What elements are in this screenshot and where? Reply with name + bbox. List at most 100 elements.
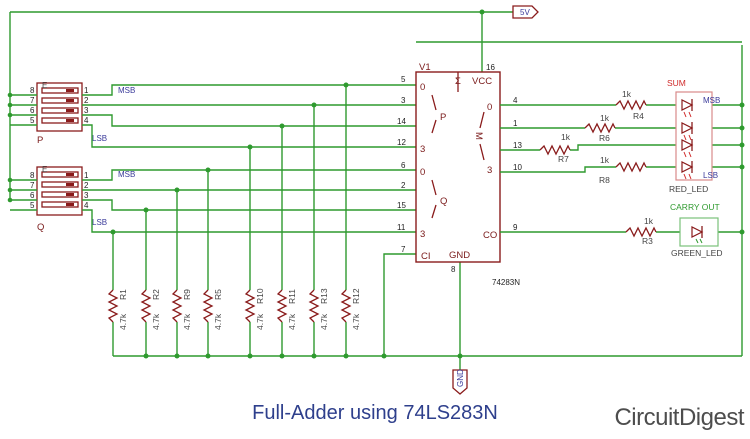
- resistor-r1: R1 4.7k: [107, 289, 128, 330]
- diagram-caption: Full-Adder using 74LS283N: [252, 402, 498, 424]
- switch-q-pin-mark: E: [42, 165, 47, 174]
- switch-q-pin-l1: 8: [30, 171, 35, 180]
- sum-led-bar: SUM MSB LSB RED_LED: [667, 78, 720, 194]
- sum-title: SUM: [667, 78, 686, 88]
- led-diode-0: [681, 99, 694, 118]
- svg-text:12: 12: [397, 138, 406, 147]
- svg-text:4.7k: 4.7k: [287, 313, 297, 330]
- svg-text:R11: R11: [287, 289, 297, 304]
- resistor-r2: R2 4.7k: [140, 289, 161, 330]
- switch-q-pin-r1: 1: [84, 171, 89, 180]
- sum-msb: MSB: [703, 96, 720, 105]
- ic-s-0: 0: [487, 102, 492, 113]
- resistor-r9: R9 4.7k: [171, 289, 192, 330]
- svg-text:R1: R1: [118, 289, 128, 300]
- ic-part-number: 74283N: [492, 278, 520, 287]
- svg-text:14: 14: [397, 117, 406, 126]
- switch-q-pin-r2: 2: [84, 181, 89, 190]
- svg-text:4: 4: [513, 96, 518, 105]
- switch-p-pin-r4: 4: [84, 116, 89, 125]
- switch-q-pin-l4: 5: [30, 201, 35, 210]
- switch-q-msb: MSB: [118, 170, 135, 179]
- svg-text:1k: 1k: [644, 216, 654, 226]
- switch-q-lsb: LSB: [92, 218, 107, 227]
- svg-text:R7: R7: [558, 154, 569, 164]
- resistor-r11: R11 4.7k: [276, 289, 297, 330]
- resistor-r7: 1k R7: [539, 132, 571, 164]
- brand-logo: CircuitDigest: [614, 404, 744, 431]
- carry-led-name: GREEN_LED: [671, 248, 723, 258]
- switch-q-name: Q: [37, 222, 44, 233]
- sum-resistors: 1k R4 1k R6 1k R7 1k R8 1k R3: [539, 89, 657, 246]
- ic-vcc-label: VCC: [472, 76, 492, 87]
- switch-p-pin-r2: 2: [84, 96, 89, 105]
- svg-text:R8: R8: [599, 175, 610, 185]
- led-diode-1: [681, 122, 694, 141]
- svg-text:R6: R6: [599, 133, 610, 143]
- switch-q-pin-l3: 6: [30, 191, 35, 200]
- svg-text:5: 5: [401, 75, 406, 84]
- switch-p-pin-r3: 3: [84, 106, 89, 115]
- ic-gnd-pin: 8: [451, 265, 456, 274]
- output-wires: [500, 102, 745, 235]
- ic-vcc-pin: 16: [486, 63, 495, 72]
- svg-text:4.7k: 4.7k: [351, 313, 361, 330]
- svg-text:2: 2: [401, 181, 406, 190]
- svg-text:3: 3: [401, 96, 406, 105]
- ic-gnd-label: GND: [449, 250, 470, 261]
- ic-co-label: CO: [483, 230, 497, 241]
- svg-text:R5: R5: [213, 289, 223, 300]
- svg-text:11: 11: [397, 223, 406, 232]
- ic-s-3: 3: [487, 165, 492, 176]
- carry-led: CARRY OUT GREEN_LED: [670, 202, 723, 258]
- sum-led-name: RED_LED: [669, 184, 708, 194]
- svg-text:R2: R2: [151, 289, 161, 300]
- ic-q-3: 3: [420, 229, 425, 240]
- switch-q-pin-l2: 7: [30, 181, 35, 190]
- svg-text:7: 7: [401, 245, 406, 254]
- svg-text:R12: R12: [351, 288, 361, 304]
- svg-text:4.7k: 4.7k: [213, 313, 223, 330]
- switch-p-pin-mark: E: [42, 81, 47, 90]
- resistor-r13: R13 4.7k: [308, 288, 329, 330]
- ic-p-3: 3: [420, 144, 425, 155]
- resistor-r3: 1k R3: [625, 216, 657, 246]
- switch-p-levers: [41, 87, 79, 124]
- pulldown-wires: GND: [112, 41, 743, 395]
- ic-74283n: V1 Σ VCC 16 GND 8 CI CO 74283N 0 3 P 0 3…: [397, 62, 522, 287]
- carry-title: CARRY OUT: [670, 202, 720, 212]
- switch-p-lsb: LSB: [92, 134, 107, 143]
- ic-m-label: M: [473, 132, 484, 140]
- led-diode-2: [681, 139, 694, 158]
- svg-text:6: 6: [401, 161, 406, 170]
- switch-p-pin-l1: 8: [30, 86, 35, 95]
- svg-text:4.7k: 4.7k: [151, 313, 161, 330]
- svg-text:9: 9: [513, 223, 518, 232]
- led-diode-3: [681, 161, 694, 180]
- switch-p-pin-r1: 1: [84, 86, 89, 95]
- svg-text:4.7k: 4.7k: [319, 313, 329, 330]
- switch-q-pin-r3: 3: [84, 191, 89, 200]
- svg-text:R13: R13: [319, 288, 329, 304]
- resistor-r10: R10 4.7k: [244, 288, 265, 330]
- switch-p-name: P: [37, 135, 43, 146]
- switch-p-pin-l2: 7: [30, 96, 35, 105]
- switch-q-pin-r4: 4: [84, 201, 89, 210]
- pulldown-resistors: R1 4.7k R2 4.7k R9 4.7k R5 4.7k R10 4.7k…: [107, 288, 361, 330]
- svg-text:15: 15: [397, 201, 406, 210]
- svg-text:R10: R10: [255, 288, 265, 304]
- resistor-r8: 1k R8: [599, 155, 647, 185]
- ic-ci-label: CI: [421, 251, 431, 262]
- sum-lsb: LSB: [703, 171, 718, 180]
- svg-text:4.7k: 4.7k: [182, 313, 192, 330]
- vcc-rail: 5V: [9, 5, 539, 200]
- svg-text:10: 10: [513, 163, 522, 172]
- ic-p-label: P: [440, 112, 446, 123]
- svg-text:1k: 1k: [600, 155, 610, 165]
- svg-text:4.7k: 4.7k: [118, 313, 128, 330]
- ic-q-0: 0: [420, 167, 425, 178]
- switch-p-msb: MSB: [118, 86, 135, 95]
- switch-p-pin-l4: 5: [30, 116, 35, 125]
- resistor-r4: 1k R4: [615, 89, 647, 121]
- input-wires: [82, 82, 416, 356]
